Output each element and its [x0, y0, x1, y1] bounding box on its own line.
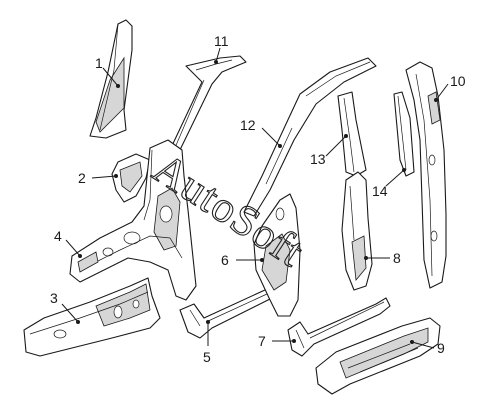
part-9	[315, 317, 441, 395]
part-8	[341, 171, 373, 291]
part-1	[89, 19, 133, 139]
callout-11: 11	[214, 33, 229, 64]
callout-label-8: 8	[393, 250, 401, 266]
callout-label-3: 3	[50, 290, 58, 306]
part-13	[337, 91, 367, 177]
callout-14: 14	[372, 168, 406, 199]
callout-3: 3	[50, 290, 80, 324]
part-14	[393, 91, 415, 177]
callout-label-6: 6	[221, 252, 229, 268]
callout-label-14: 14	[372, 183, 388, 199]
callout-label-10: 10	[450, 73, 466, 89]
callout-label-9: 9	[437, 340, 445, 356]
callout-2: 2	[78, 170, 118, 186]
callout-1: 1	[95, 55, 120, 88]
callout-13: 13	[310, 134, 348, 167]
callout-9: 9	[410, 340, 445, 356]
part-6	[253, 193, 301, 317]
callout-6: 6	[221, 252, 264, 268]
callout-label-7: 7	[258, 333, 266, 349]
callout-label-2: 2	[78, 170, 86, 186]
part-2	[111, 153, 151, 203]
callout-label-12: 12	[240, 117, 256, 133]
callout-5: 5	[203, 320, 211, 365]
callout-8: 8	[364, 250, 401, 266]
callout-10: 10	[434, 73, 466, 102]
part-3	[23, 277, 161, 357]
callout-7: 7	[258, 333, 296, 349]
callout-12: 12	[240, 117, 282, 148]
callout-label-1: 1	[95, 55, 103, 71]
part-7	[287, 297, 391, 357]
callout-label-13: 13	[310, 151, 326, 167]
callout-label-11: 11	[214, 33, 229, 49]
part-12	[243, 57, 377, 217]
callout-label-5: 5	[203, 349, 211, 365]
part-11	[169, 55, 247, 155]
part-4	[69, 139, 197, 301]
callout-label-4: 4	[54, 228, 62, 244]
callout-4: 4	[54, 228, 82, 258]
part-10	[405, 61, 447, 289]
